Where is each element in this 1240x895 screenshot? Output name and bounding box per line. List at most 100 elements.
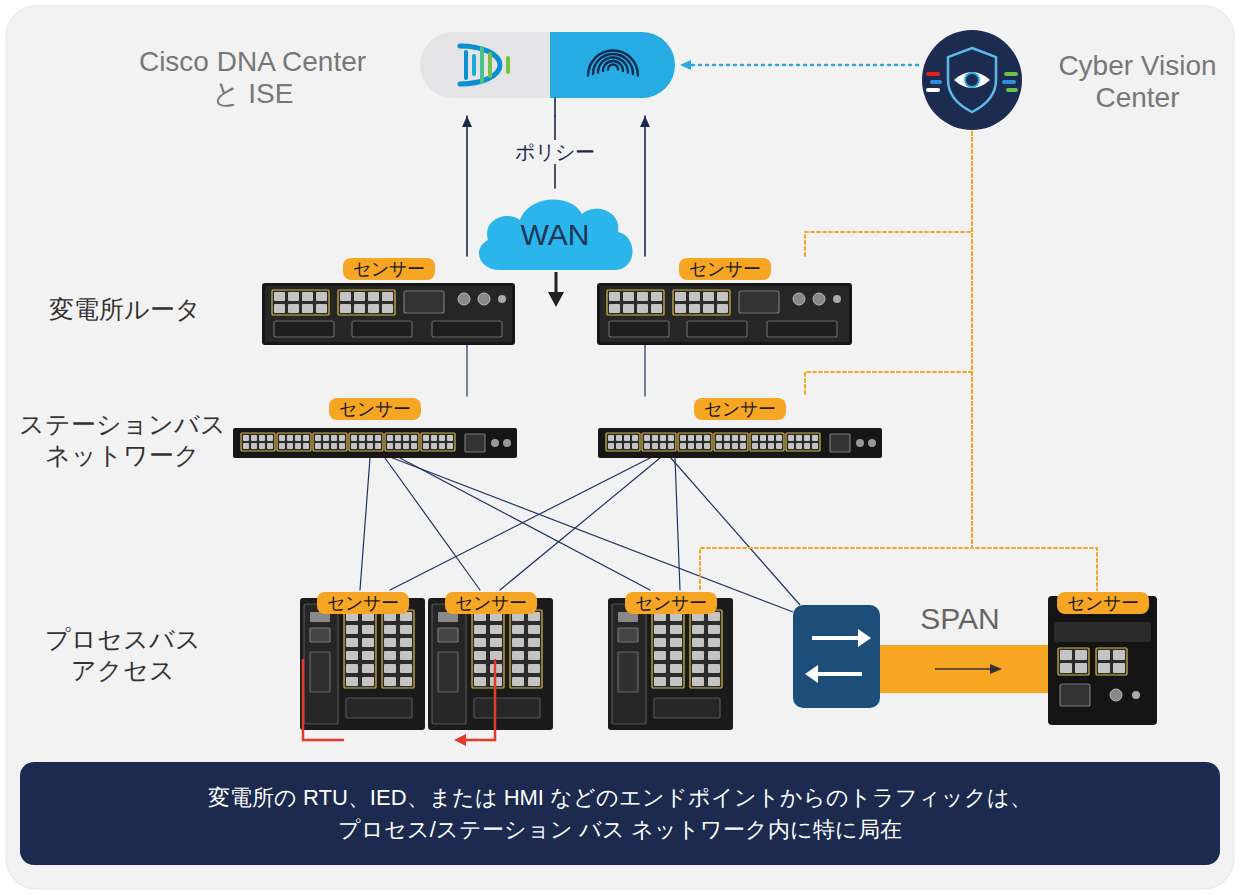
port (675, 304, 686, 313)
port (447, 435, 453, 441)
edge-label-slot: ポリシー (511, 140, 599, 164)
edge-label: ポリシー (511, 140, 599, 164)
port (423, 435, 429, 441)
port (644, 435, 650, 441)
switch-arrow (812, 636, 860, 640)
port (660, 435, 666, 441)
sensor-badge: センサー (1057, 592, 1149, 614)
port (768, 443, 774, 449)
port (474, 651, 486, 660)
row-label: ステーションバス ネットワーク (15, 409, 230, 471)
row-label: プロセスバス アクセス (15, 624, 230, 686)
port (724, 435, 730, 441)
port (616, 435, 622, 441)
port (654, 625, 666, 634)
connector-jack (458, 293, 470, 305)
port-group (472, 610, 504, 688)
dash (1004, 72, 1018, 76)
module (432, 604, 466, 724)
arrow-head (680, 60, 691, 70)
connector-line (400, 458, 650, 590)
port (732, 435, 738, 441)
device-face (265, 286, 512, 342)
arrow-head (462, 116, 472, 127)
module (346, 698, 412, 718)
port (708, 625, 720, 634)
port (362, 677, 374, 686)
connector-line (972, 132, 1097, 590)
switch-icon (793, 605, 880, 708)
dash (1006, 88, 1018, 92)
port-group (277, 433, 311, 451)
port (632, 435, 638, 441)
port (411, 443, 417, 449)
port (400, 677, 412, 686)
device-body (428, 598, 553, 730)
port (692, 664, 704, 673)
port (1113, 650, 1125, 660)
port-group (1058, 648, 1089, 675)
port-group (241, 433, 275, 451)
port (384, 664, 396, 673)
port (768, 435, 774, 441)
sensor-badge: センサー (445, 592, 537, 614)
fingerprint (593, 54, 633, 74)
module (474, 698, 540, 718)
port (528, 651, 540, 660)
port (387, 435, 393, 441)
port (740, 443, 746, 449)
connector (675, 458, 680, 590)
port (339, 443, 345, 449)
node-label: Cyber Vision Center (1050, 50, 1225, 114)
port (689, 304, 700, 313)
sensor-badge: センサー (329, 398, 421, 420)
port (704, 435, 710, 441)
port (474, 638, 486, 647)
port (354, 304, 365, 313)
connector (500, 458, 660, 590)
port (375, 443, 381, 449)
device-body (1048, 596, 1157, 725)
port (688, 443, 694, 449)
port (474, 664, 486, 673)
port (339, 435, 345, 441)
switch-arrow-head (805, 665, 818, 683)
port (675, 292, 686, 301)
port (680, 435, 686, 441)
traffic-loop (466, 660, 495, 740)
port (670, 625, 682, 634)
port (403, 435, 409, 441)
pill-left (420, 32, 675, 98)
process-switch: センサー (300, 590, 425, 730)
connector (360, 458, 370, 590)
vision-circle (922, 30, 1022, 130)
port (796, 443, 802, 449)
port (367, 443, 373, 449)
module (1060, 684, 1090, 706)
port (670, 638, 682, 647)
port-group (673, 290, 730, 315)
port (740, 435, 746, 441)
module (767, 321, 837, 337)
port (716, 435, 722, 441)
port (287, 443, 293, 449)
port (346, 677, 358, 686)
dash (930, 80, 942, 84)
port (362, 651, 374, 660)
connector-line (466, 345, 467, 396)
port (288, 292, 299, 301)
port (760, 435, 766, 441)
module (274, 321, 334, 337)
port (608, 435, 614, 441)
module (612, 604, 646, 724)
connector (467, 345, 468, 396)
port (382, 304, 393, 313)
port (243, 435, 249, 441)
port (528, 638, 540, 647)
connector-line (680, 64, 918, 66)
dna-bar (464, 50, 468, 80)
connector-line (385, 458, 480, 590)
module (739, 291, 779, 313)
platform-pill: Cisco DNA Center と ISE (130, 28, 680, 116)
device-face (600, 286, 849, 342)
